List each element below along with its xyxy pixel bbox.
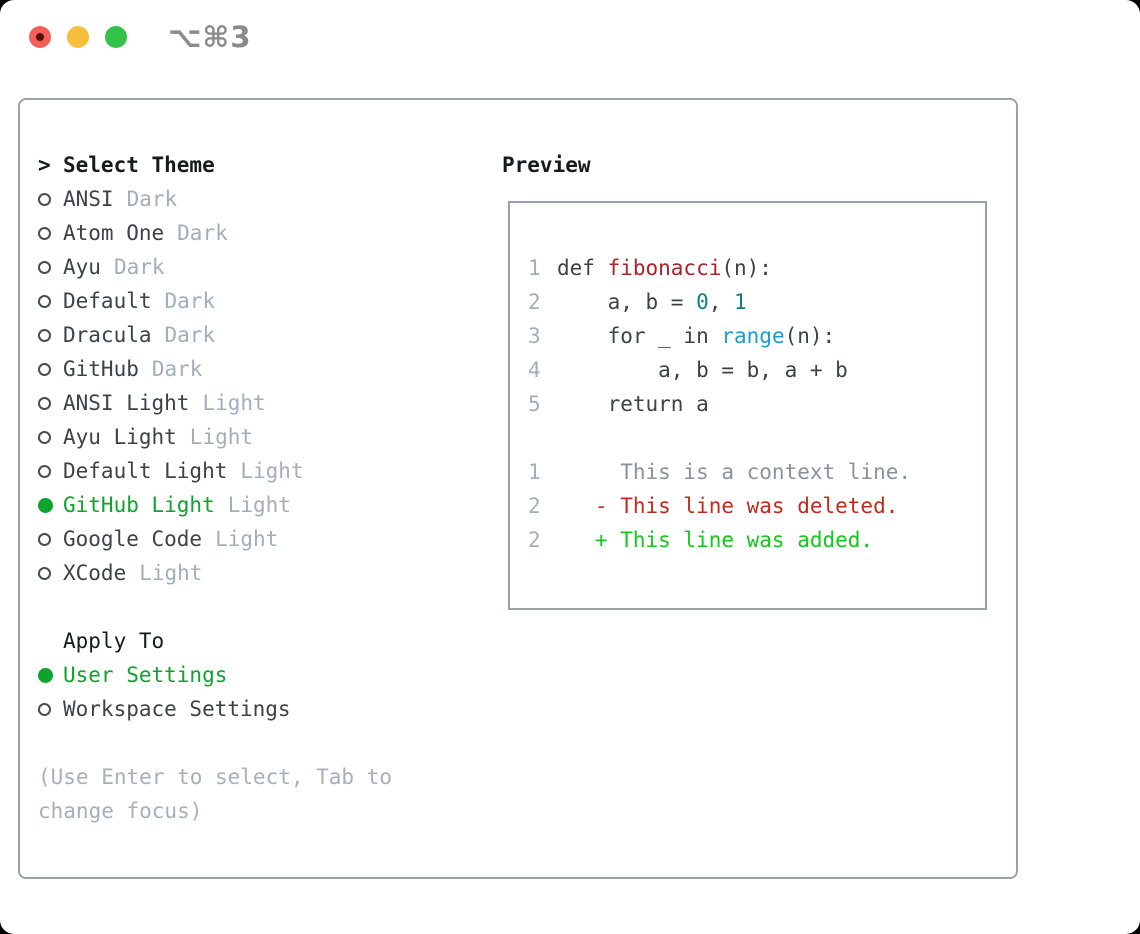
theme-option[interactable]: GitHub Light Light (38, 488, 304, 522)
code-line: 3 for _ in range(n): (528, 319, 911, 353)
apply-to-label: Apply To (63, 629, 165, 653)
theme-option[interactable]: Dracula Dark (38, 318, 304, 352)
theme-variant-tag: Light (202, 391, 266, 415)
radio-icon (38, 294, 51, 308)
code-content: This is a context line. (557, 460, 912, 484)
code-content: a, b = b, a + b (557, 358, 848, 382)
theme-variant-tag: Dark (164, 289, 216, 313)
radio-selected-icon (38, 497, 53, 513)
theme-option-label: Ayu Light (63, 425, 177, 449)
code-line: 2 - This line was deleted. (528, 489, 911, 523)
radio-icon (38, 192, 51, 206)
code-line: 5 return a (528, 387, 911, 421)
theme-option-label: Google Code (63, 527, 203, 551)
line-number: 2 (528, 290, 541, 314)
preview-label: Preview (502, 153, 591, 177)
line-number: 1 (528, 256, 541, 280)
radio-selected-icon (38, 667, 53, 683)
radio-icon (38, 532, 51, 546)
radio-icon (38, 362, 51, 376)
code-line: 2 a, b = 0, 1 (528, 285, 911, 319)
theme-option[interactable]: XCode Light (38, 556, 304, 590)
focus-caret: > (38, 153, 51, 177)
line-number: 2 (528, 494, 541, 518)
apply-option-label: Workspace Settings (63, 697, 291, 721)
radio-icon (38, 260, 51, 274)
minimize-button[interactable] (67, 26, 89, 48)
code-line: 1 This is a context line. (528, 455, 911, 489)
hint-text: (Use Enter to select, Tab to change focu… (38, 765, 393, 823)
traffic-lights (29, 26, 127, 48)
radio-icon (38, 396, 51, 410)
apply-to-header: Apply To (38, 624, 164, 658)
code-line: 4 a, b = b, a + b (528, 353, 911, 387)
close-dot-icon (36, 33, 44, 41)
theme-variant-tag: Dark (126, 187, 178, 211)
theme-option-label: Default Light (63, 459, 228, 483)
select-theme-header: > Select Theme (38, 148, 215, 182)
theme-option-label: ANSI (63, 187, 114, 211)
theme-variant-tag: Light (240, 459, 304, 483)
theme-option-label: XCode (63, 561, 127, 585)
theme-variant-tag: Light (227, 493, 291, 517)
theme-option[interactable]: Ayu Dark (38, 250, 304, 284)
apply-option-label: User Settings (63, 663, 228, 687)
code-line (528, 421, 911, 455)
theme-variant-tag: Light (189, 425, 254, 449)
window-title-shortcut: ⌥⌘3 (168, 20, 252, 54)
theme-option-label: GitHub Light (63, 493, 215, 517)
code-line: 2 + This line was added. (528, 523, 911, 557)
line-number: 2 (528, 528, 541, 552)
code-content: - This line was deleted. (557, 494, 899, 518)
titlebar: ⌥⌘3 (0, 0, 1140, 74)
theme-option[interactable]: Atom One Dark (38, 216, 304, 250)
apply-option[interactable]: Workspace Settings (38, 692, 291, 726)
theme-option-label: GitHub (63, 357, 139, 381)
theme-option-label: Dracula (63, 323, 152, 347)
code-content: def fibonacci(n): (557, 256, 772, 280)
apply-option[interactable]: User Settings (38, 658, 291, 692)
line-number (528, 421, 557, 455)
theme-variant-tag: Dark (164, 323, 216, 347)
radio-icon (38, 464, 51, 478)
radio-icon (38, 328, 51, 342)
theme-option[interactable]: GitHub Dark (38, 352, 304, 386)
theme-option[interactable]: Ayu Light Light (38, 420, 304, 454)
theme-option-label: ANSI Light (63, 391, 190, 415)
theme-option[interactable]: ANSI Light Light (38, 386, 304, 420)
select-theme-label: Select Theme (63, 153, 215, 177)
line-number: 4 (528, 358, 541, 382)
theme-option[interactable]: Default Dark (38, 284, 304, 318)
theme-option-label: Default (63, 289, 152, 313)
theme-variant-tag: Light (215, 527, 279, 551)
code-line: 1 def fibonacci(n): (528, 251, 911, 285)
maximize-button[interactable] (105, 26, 127, 48)
theme-option-label: Ayu (63, 255, 101, 279)
theme-variant-tag: Dark (151, 357, 203, 381)
theme-option-label: Atom One (63, 221, 165, 245)
theme-variant-tag: Dark (177, 221, 228, 245)
code-content: + This line was added. (557, 528, 874, 552)
line-number: 1 (528, 460, 541, 484)
theme-variant-tag: Light (139, 561, 203, 585)
theme-option[interactable]: Google Code Light (38, 522, 304, 556)
code-content: return a (557, 392, 709, 416)
radio-icon (38, 226, 51, 240)
theme-option[interactable]: ANSI Dark (38, 182, 304, 216)
theme-variant-tag: Dark (113, 255, 165, 279)
code-content: a, b = 0, 1 (557, 290, 747, 314)
code-content: for _ in range(n): (557, 324, 836, 348)
close-button[interactable] (29, 26, 51, 48)
radio-icon (38, 430, 51, 444)
radio-icon (38, 702, 51, 716)
radio-icon (38, 566, 51, 580)
theme-option[interactable]: Default Light Light (38, 454, 304, 488)
line-number: 5 (528, 392, 541, 416)
line-number: 3 (528, 324, 541, 348)
